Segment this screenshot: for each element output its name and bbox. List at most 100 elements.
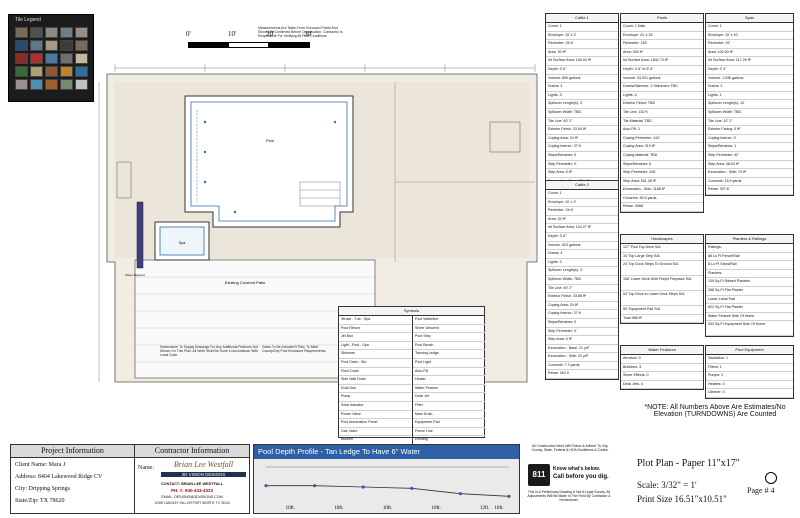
plot-plan-print-size: Print Size 16.51"x10.51" bbox=[637, 494, 727, 504]
symbol-row: Deck Jet bbox=[413, 393, 485, 402]
depth-segment-label: 10ft. bbox=[431, 506, 440, 511]
table-row: Area: 930 ft² bbox=[621, 49, 703, 58]
symbol-row: Equipment Pad bbox=[413, 419, 485, 428]
construction-note: Measurements Are Taken From Surveyed Poi… bbox=[258, 26, 343, 39]
table-row: Count: 1 bbox=[546, 190, 618, 199]
811-logo: 811 bbox=[528, 464, 550, 486]
depth-point bbox=[410, 486, 414, 490]
feature-label: Sheer Descent bbox=[125, 273, 145, 277]
side-structure bbox=[489, 121, 521, 153]
table-header: Planters & Railings bbox=[706, 235, 793, 244]
table-header: Cattle 1 bbox=[546, 14, 618, 23]
tile-swatch bbox=[75, 66, 88, 77]
table-row: Depth: 3' 6" bbox=[546, 66, 618, 75]
table-row: Depth: 3' 4" bbox=[706, 66, 793, 75]
tile-swatch bbox=[75, 40, 88, 51]
plot-plan-scale: Scale: 3/32" = 1' bbox=[637, 480, 697, 490]
811-line-2: Call before you dig. bbox=[553, 474, 609, 480]
depth-point bbox=[458, 492, 462, 496]
table-row: Spillover Width: TBD bbox=[546, 276, 618, 285]
table-row: Drains/Skimmer: 2 Skimmers TBD bbox=[621, 83, 703, 92]
water-feature-wall bbox=[136, 201, 144, 269]
table-row: Coping Area: 210 ft² bbox=[621, 143, 703, 152]
table-row: Spillover Length(s): 3' bbox=[546, 100, 618, 109]
tile-swatch bbox=[60, 66, 73, 77]
symbol-row: Tanning Ledge bbox=[413, 350, 485, 359]
symbol-row: Pump bbox=[339, 393, 411, 402]
table-row: Int Surface Area: 1842.73 ft² bbox=[621, 57, 703, 66]
table-row: Step Area: 501.28 ft² bbox=[621, 178, 703, 187]
811-line-1: Know what's below. bbox=[553, 466, 601, 472]
table-row: Int Surface Area: 104.27 ft² bbox=[546, 224, 618, 233]
table-row: Lights: 3 bbox=[546, 92, 618, 101]
symbol-row: Power Valve bbox=[339, 411, 411, 420]
depth-segment-label: 10ft. bbox=[334, 506, 343, 511]
symbol-row: Pool Bench bbox=[413, 342, 485, 351]
table-row: Step Area: 0 ft² bbox=[546, 336, 618, 345]
symbol-row: Pool Drain - Std bbox=[339, 359, 411, 368]
project-info-header: Project Information bbox=[11, 445, 134, 458]
tile-swatch bbox=[45, 40, 58, 51]
gate-note: Gates To Be Included If Req. To Meet Cou… bbox=[262, 345, 327, 354]
table-row: Concrete: 15.9 yards bbox=[706, 178, 793, 187]
spa-label: Spa bbox=[179, 241, 185, 245]
symbol-row: Gas Valve bbox=[339, 428, 411, 437]
contractor-logo-sub: 3D VISION DESIGNS bbox=[161, 472, 246, 477]
table-row: Aerators: 0 bbox=[621, 355, 703, 364]
pool-steps bbox=[299, 181, 341, 207]
contractor-info-header: Contractor Information bbox=[135, 445, 249, 458]
table-row: Step Area: 48.04 ft² bbox=[706, 161, 793, 170]
estimates-note: *NOTE: All Numbers Above Are Estimates/N… bbox=[644, 404, 786, 418]
table-row: Volume: 1,036 gallons bbox=[706, 75, 793, 84]
table-row: Perimeter: 42' bbox=[706, 40, 793, 49]
table-row: Rebar: 3088' bbox=[621, 203, 703, 213]
contractor-name-label: Name: bbox=[138, 465, 154, 471]
tile-swatch bbox=[60, 40, 73, 51]
plot-plan-title: Plot Plan - Paper 11"x17" bbox=[637, 458, 740, 469]
table-row: Tile Line: 42' 2" bbox=[706, 118, 793, 127]
contractor-phone: PH. #: 940-433-4333 bbox=[170, 488, 214, 493]
table-row: Perimeter: 152' bbox=[621, 40, 703, 49]
table-header: Spas bbox=[706, 14, 793, 23]
pool-returns bbox=[203, 120, 337, 214]
table-row: Lights: 3 bbox=[546, 259, 618, 268]
tile-swatch bbox=[75, 27, 88, 38]
scale-label: 10' bbox=[228, 30, 237, 38]
tile-swatch-grid bbox=[15, 27, 88, 90]
tile-swatch bbox=[15, 27, 28, 38]
tile-swatch bbox=[45, 79, 58, 90]
table-row: Exterior Finish: TBD bbox=[621, 100, 703, 109]
scale-bar: 0' 10' 20' 30' bbox=[180, 30, 330, 60]
table-row: Water Feature Side Of Home bbox=[706, 313, 793, 322]
table-row: Rebar: 397.6' bbox=[706, 186, 793, 195]
symbol-row: Pool Automation Panel bbox=[339, 419, 411, 428]
side-structure bbox=[116, 161, 132, 199]
symbol-row: Light - Pool - Spa bbox=[339, 342, 411, 351]
table-row: Count: 1 Main bbox=[621, 23, 703, 32]
tile-swatch bbox=[15, 79, 28, 90]
table-row: Depth: 3' 6" bbox=[546, 233, 618, 242]
pool-waterline bbox=[190, 101, 348, 222]
table-row: Envelope: 10' x 10' bbox=[706, 32, 793, 41]
symbol-row: Main Drain bbox=[413, 411, 485, 420]
contractor-info-box: Contractor Information Name: Brian Lee W… bbox=[134, 444, 250, 514]
depth-segment-label: 10ft. bbox=[286, 506, 295, 511]
symbol-row: Skimmer bbox=[339, 350, 411, 359]
symbol-row: Pool Waterline bbox=[413, 316, 485, 325]
symbol-row: Pool Light bbox=[413, 359, 485, 368]
table-row: Volume: 523 gallons bbox=[546, 242, 618, 251]
table-header: Cattle 2 bbox=[546, 181, 618, 190]
homeowner-note: Homeowner To Supply Drawings For Any Add… bbox=[160, 345, 258, 358]
depth-point bbox=[264, 484, 268, 488]
table-row: Count: 1 bbox=[706, 23, 793, 32]
table-row: Step Perimeter: 208' bbox=[621, 169, 703, 178]
table-row: Planters: bbox=[706, 270, 793, 279]
table-row: 139 Sq Ft Raised Planters bbox=[706, 278, 793, 287]
client-address: Address: 8404 Lakewood Ridge CV bbox=[15, 474, 103, 480]
contractor-address: 12300 LANGLEY HILL DR FORT WORTH, TX 762… bbox=[154, 501, 230, 505]
